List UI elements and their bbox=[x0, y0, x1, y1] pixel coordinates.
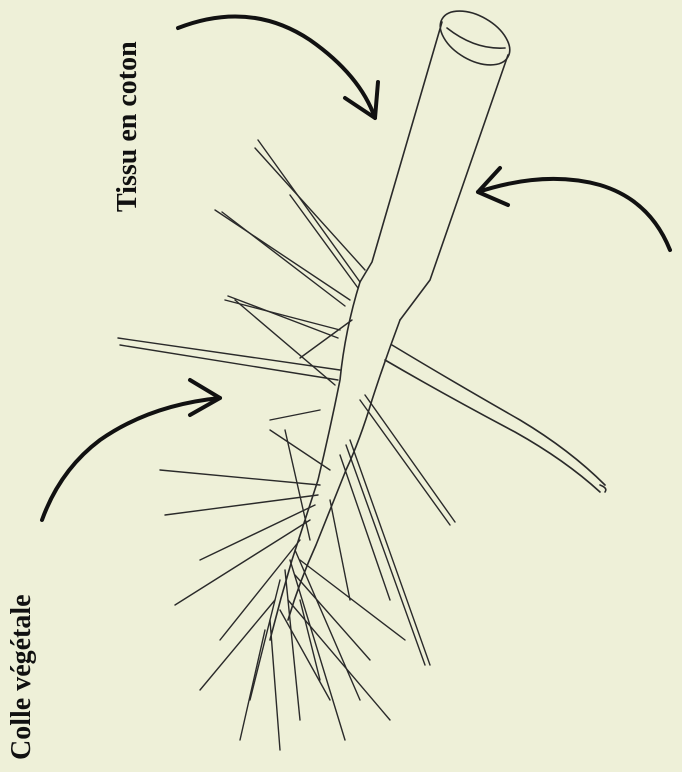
plant-glue-label: Colle végétale bbox=[6, 594, 38, 760]
cotton-tube bbox=[360, 0, 519, 320]
arrow-icon bbox=[178, 16, 378, 118]
arrow-icon bbox=[478, 168, 670, 250]
arrow-icon bbox=[42, 380, 220, 520]
cotton-cloth-label: Tissu en coton bbox=[112, 41, 144, 212]
rootlets bbox=[118, 140, 455, 750]
